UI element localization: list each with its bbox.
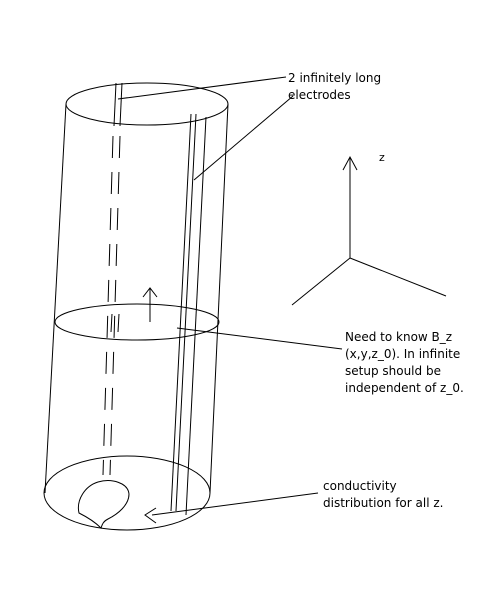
cylinder-mid-cross-section: [54, 303, 220, 341]
leader-lines: [117, 76, 343, 524]
bz-arrow-head: [142, 287, 158, 298]
back-electrode-2-top: [119, 82, 123, 127]
back-electrode-1-top: [113, 82, 117, 127]
cylinder-top-ellipse: [65, 82, 229, 126]
front-electrodes: [170, 113, 207, 516]
need-to-know-annotation: Need to know B_z (x,y,z_0). In infinite …: [345, 329, 464, 397]
electrodes-leader-top: [117, 76, 287, 100]
need-to-know-line-4: independent of z_0.: [345, 381, 464, 395]
conductivity-line-1: conductivity: [323, 479, 397, 493]
conductivity-leader-arrowhead: [144, 507, 157, 524]
electrodes-leader-side: [193, 95, 294, 181]
z-axis-arrowhead: [342, 155, 358, 171]
cylinder: [43, 82, 229, 531]
conductivity-leader: [151, 492, 319, 516]
electrodes-annotation-line-1: 2 infinitely long: [288, 71, 382, 85]
coordinate-axes: [291, 155, 447, 306]
front-electrode-2: [175, 113, 197, 512]
need-to-know-line-3: setup should be: [345, 364, 441, 378]
conductivity-blob: [77, 480, 130, 529]
need-to-know-line-1: Need to know B_z: [345, 330, 453, 344]
back-electrode-1-hidden: [102, 135, 114, 476]
z-axis-label: z: [379, 151, 385, 164]
cylinder-left-side: [44, 103, 67, 494]
front-electrode-3: [185, 116, 207, 516]
conductivity-line-2: distribution for all z.: [323, 496, 444, 510]
cylinder-bottom-ellipse: [43, 455, 211, 531]
cylinder-right-side: [209, 103, 229, 494]
y-axis: [349, 257, 447, 297]
back-electrode-1-mid: [110, 313, 113, 333]
x-axis: [291, 257, 351, 306]
bz-direction-arrow: [142, 287, 158, 322]
front-electrode-1: [170, 113, 192, 512]
need-to-know-line-2: (x,y,z_0). In infinite: [345, 347, 461, 361]
back-electrode-2-mid: [117, 313, 120, 333]
back-electrode-2-hidden: [109, 135, 121, 476]
need-to-know-leader: [176, 327, 343, 350]
conductivity-annotation: conductivity distribution for all z.: [323, 478, 443, 512]
back-electrodes: [102, 82, 123, 476]
electrodes-annotation: 2 infinitely long electrodes: [288, 70, 381, 104]
electrodes-annotation-line-2: electrodes: [288, 88, 351, 102]
